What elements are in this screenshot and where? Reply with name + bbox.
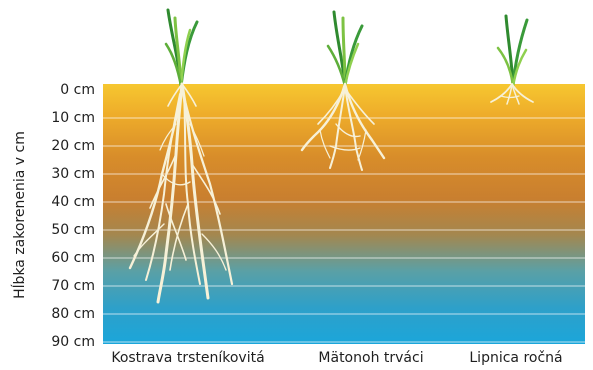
depth-axis-title: Hĺbka zakorenenia v cm [13, 131, 27, 299]
depth-label: 10 cm [51, 111, 95, 125]
grass-blades-icon [310, 0, 380, 92]
depth-label: 60 cm [51, 251, 95, 265]
grass-blades-icon [478, 0, 548, 92]
depth-label: 80 cm [51, 307, 95, 321]
depth-label: 40 cm [51, 195, 95, 209]
plant-label-lipnica: Lipnica ročná [469, 350, 562, 366]
root-system-kostrava [120, 84, 240, 314]
depth-label: 30 cm [51, 167, 95, 181]
depth-label: 50 cm [51, 223, 95, 237]
root-system-lipnica [487, 84, 537, 114]
depth-label: 20 cm [51, 139, 95, 153]
root-system-matonoh [300, 84, 390, 174]
plant-label-kostrava: Kostrava trsteníkovitá [111, 350, 264, 366]
depth-label: 0 cm [60, 83, 95, 97]
depth-label: 70 cm [51, 279, 95, 293]
grass-blades-icon [146, 0, 216, 92]
plant-label-matonoh: Mätonoh trváci [318, 350, 423, 366]
depth-label: 90 cm [51, 335, 95, 349]
